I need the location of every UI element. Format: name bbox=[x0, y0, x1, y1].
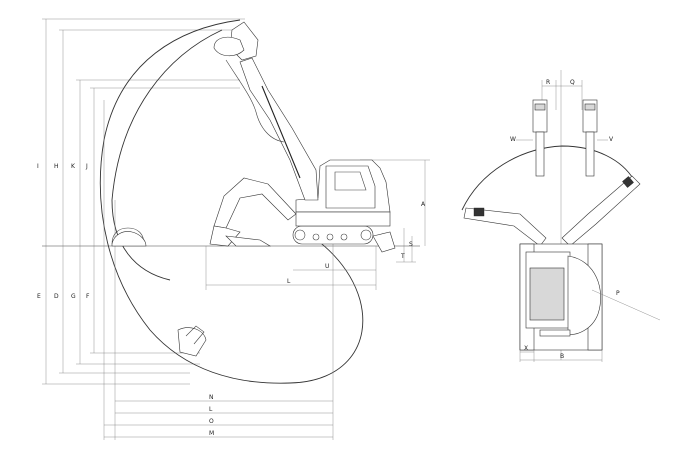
dim-label-G: G bbox=[71, 293, 76, 300]
dim-label-E: E bbox=[37, 293, 41, 300]
digging-envelope bbox=[99, 19, 364, 384]
bucket-deep bbox=[177, 327, 207, 357]
boom-lowered bbox=[213, 177, 297, 229]
dim-label-W: W bbox=[510, 136, 516, 143]
dim-label-F: F bbox=[86, 293, 90, 300]
dim-label-R: R bbox=[546, 79, 550, 86]
dim-label-B: B bbox=[560, 353, 564, 360]
dim-label-U: U bbox=[325, 263, 329, 270]
dim-label-N: N bbox=[209, 394, 214, 401]
side-view: I H K J E D G F N L O M L U bbox=[37, 18, 430, 440]
dozer-blade bbox=[372, 231, 396, 253]
dim-label-X: X bbox=[524, 345, 528, 352]
horizontal-dimension-lines bbox=[104, 269, 376, 438]
dim-label-O: O bbox=[209, 418, 214, 425]
boom-raised bbox=[239, 57, 319, 201]
dim-label-P: P bbox=[616, 290, 620, 297]
dim-label-L-upper: L bbox=[287, 278, 291, 285]
bucket-lowered bbox=[225, 235, 272, 247]
cab-window bbox=[334, 171, 367, 191]
reach-envelope-inner bbox=[111, 29, 223, 281]
dim-label-J: J bbox=[85, 163, 88, 170]
dim-label-L: L bbox=[209, 406, 213, 413]
bucket-curl-arc bbox=[225, 59, 285, 143]
arm-deep bbox=[185, 325, 205, 345]
dim-label-H: H bbox=[54, 163, 59, 170]
top-view: R Q W V P X B bbox=[461, 70, 661, 362]
dim-label-M: M bbox=[209, 430, 214, 437]
cab bbox=[325, 165, 376, 209]
track-rollers bbox=[294, 229, 372, 241]
dim-label-T: T bbox=[400, 253, 405, 260]
dim-label-I: I bbox=[37, 163, 39, 170]
dim-label-D: D bbox=[54, 293, 59, 300]
dim-label-K: K bbox=[71, 163, 76, 170]
vertical-dimension-lines bbox=[42, 18, 245, 385]
boom-cylinder bbox=[261, 85, 301, 179]
bucket-front bbox=[111, 231, 147, 247]
bucket-raised bbox=[213, 36, 245, 57]
dim-label-A: A bbox=[421, 201, 426, 208]
counterweight bbox=[295, 211, 391, 227]
dim-label-V: V bbox=[609, 136, 614, 143]
swing-arc bbox=[461, 145, 635, 211]
bucket-arc bbox=[111, 227, 145, 245]
dim-label-Q: Q bbox=[570, 79, 575, 86]
leader-P bbox=[591, 289, 661, 321]
counterweight-top bbox=[567, 255, 601, 335]
dim-label-S: S bbox=[409, 241, 413, 248]
